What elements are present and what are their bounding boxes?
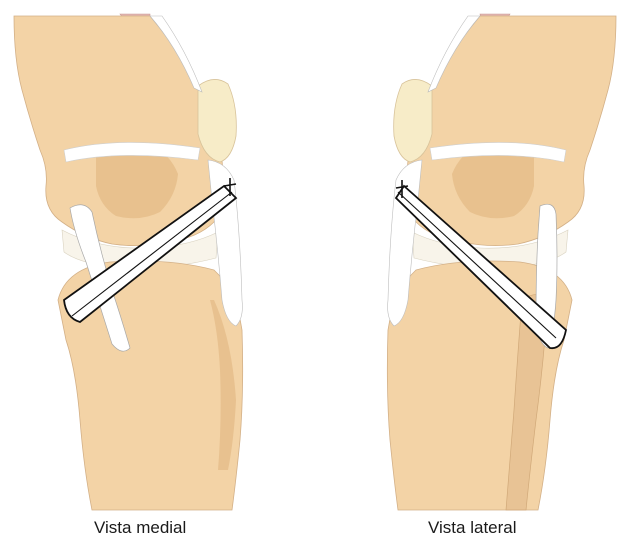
lateral-patella xyxy=(394,79,432,162)
medial-knee-view xyxy=(14,14,243,510)
lateral-knee-view xyxy=(387,14,616,510)
medial-patella xyxy=(198,79,236,162)
caption-medial-view: Vista medial xyxy=(94,518,186,538)
caption-lateral-view: Vista lateral xyxy=(428,518,517,538)
